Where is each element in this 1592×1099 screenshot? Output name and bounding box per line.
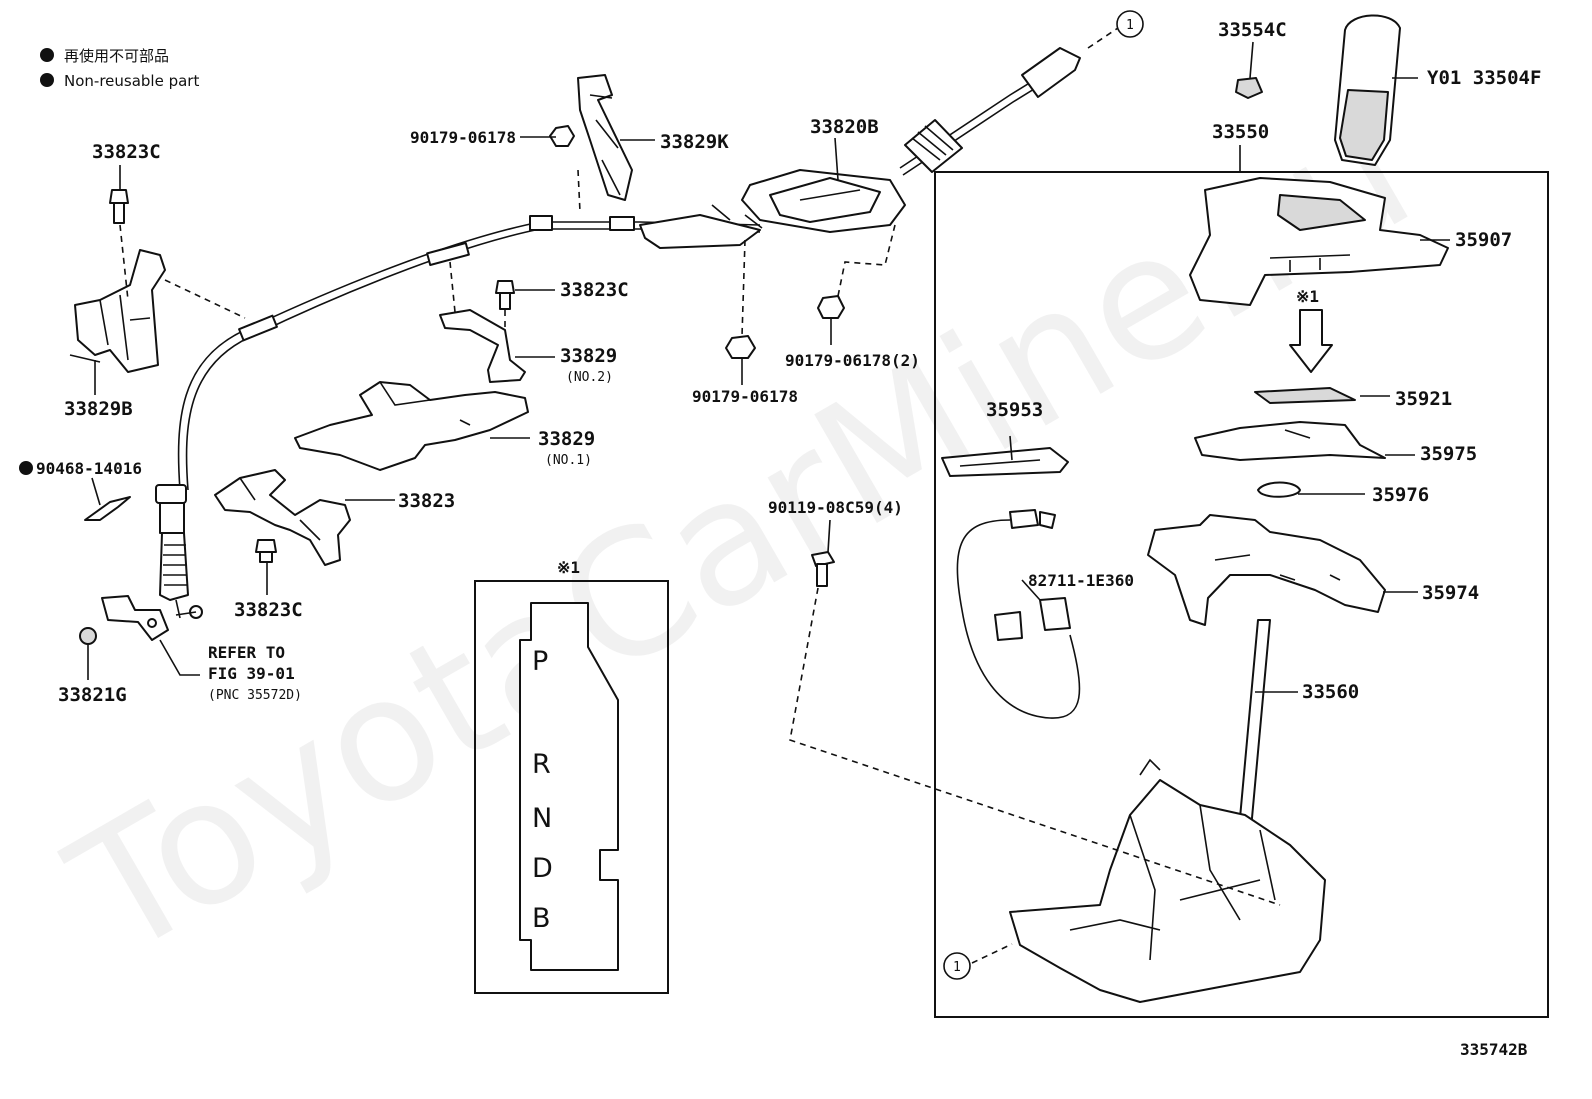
label-35976: 35976 [1372, 484, 1429, 506]
upper-cable-33820B [639, 47, 1081, 249]
label-82711-1E360: 82711-1E360 [1028, 571, 1134, 590]
label-35974: 35974 [1422, 582, 1479, 604]
label-35975: 35975 [1420, 443, 1477, 465]
label-33823C-top: 33823C [92, 141, 161, 163]
gear-r: R [532, 749, 551, 780]
legend: 再使用不可部品 Non-reusable part [40, 47, 199, 90]
gear-d: D [532, 853, 553, 884]
label-33504F: Y01 33504F [1427, 67, 1541, 89]
label-33829-no1: 33829 [538, 428, 595, 450]
note-marker: ※1 [557, 558, 580, 577]
label-90468-14016: 90468-14016 [36, 459, 142, 478]
part-35953 [941, 447, 1069, 477]
figure-code: 335742B [1460, 1040, 1528, 1059]
label-33829-no2: 33829 [560, 345, 617, 367]
harness-82711 [956, 509, 1081, 719]
bracket-33829-no1 [294, 381, 529, 471]
label-90179-06178-mid: 90179-06178 [692, 387, 798, 406]
fasteners [79, 125, 845, 645]
legend-en: Non-reusable part [64, 72, 199, 90]
label-33823: 33823 [398, 490, 455, 512]
label-33829K: 33829K [660, 131, 729, 153]
shift-gate-box: ※1 P R N D B [474, 558, 669, 994]
bracket-33829B [69, 249, 166, 373]
note-marker-arrow: ※1 [1296, 287, 1319, 306]
bracket-33829K [577, 74, 633, 201]
label-33829B: 33829B [64, 398, 133, 420]
non-reusable-dot-icon [40, 73, 54, 87]
shift-lever-33560 [1237, 619, 1271, 841]
label-33550: 33550 [1212, 121, 1269, 143]
reference-marker-bottom: 1 [943, 952, 971, 980]
svg-text:1: 1 [1126, 18, 1134, 33]
label-33560: 33560 [1302, 681, 1359, 703]
gear-b: B [532, 903, 551, 934]
label-35907: 35907 [1455, 229, 1512, 251]
gear-p: P [532, 646, 548, 677]
label-33554C: 33554C [1218, 19, 1287, 41]
reference-marker-top: 1 [1116, 10, 1144, 38]
label-90179-06178-top: 90179-06178 [410, 128, 516, 147]
refer-note-line2: FIG 39-01 [208, 664, 295, 683]
bracket-33829-no2 [439, 309, 526, 383]
bezel-35907 [1189, 177, 1449, 306]
legend-jp: 再使用不可部品 [64, 47, 169, 65]
part-labels: 33823C 90179-06178 33829K 33820B 33554C … [36, 19, 1541, 706]
shift-knob-parts [1235, 14, 1401, 166]
label-33829-no1-sub: (NO.1) [545, 453, 592, 468]
label-35921: 35921 [1395, 388, 1452, 410]
label-33821G: 33821G [58, 684, 127, 706]
refer-note-line1: REFER TO [208, 643, 285, 662]
bracket-33823 [214, 469, 351, 566]
housing-cover-35974 [1147, 514, 1386, 626]
label-90179-06178-2: 90179-06178(2) [785, 351, 920, 370]
shift-plates [1194, 387, 1386, 498]
label-33823C-bottom: 33823C [234, 599, 303, 621]
shift-cable [155, 215, 761, 619]
label-33820B: 33820B [810, 116, 879, 138]
non-reusable-dot-icon [40, 48, 54, 62]
label-35953: 35953 [986, 399, 1043, 421]
shifter-assembly-box [934, 171, 1549, 1018]
refer-note-line3: (PNC 35572D) [208, 688, 302, 703]
svg-text:1: 1 [953, 960, 961, 975]
label-33823C-mid: 33823C [560, 279, 629, 301]
gear-n: N [532, 803, 552, 834]
shifter-base-33550 [1009, 758, 1326, 1003]
non-reusable-dot-icon [19, 461, 33, 475]
leader-lines [87, 27, 1450, 964]
down-arrow-icon [1289, 309, 1333, 373]
label-90119-08C59: 90119-08C59(4) [768, 498, 903, 517]
label-33829-no2-sub: (NO.2) [566, 370, 613, 385]
